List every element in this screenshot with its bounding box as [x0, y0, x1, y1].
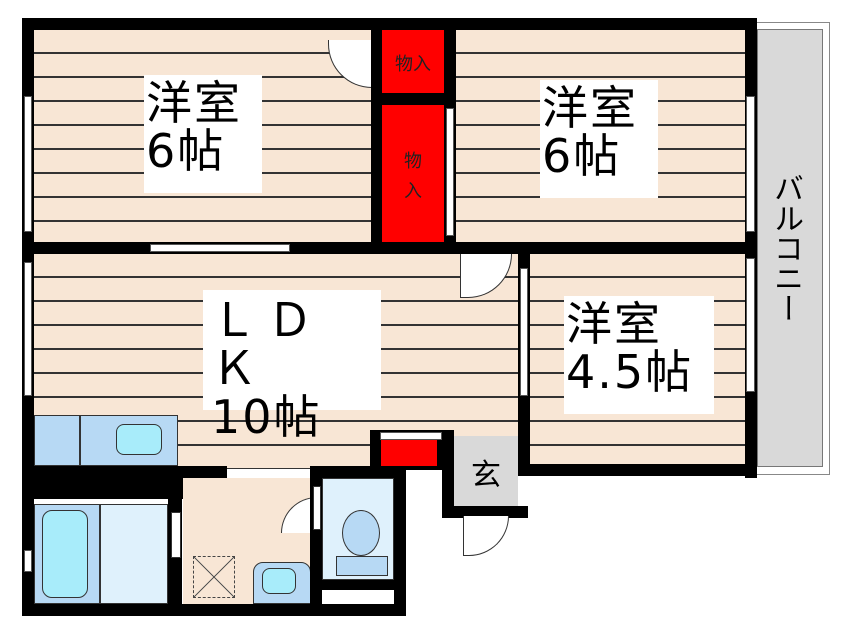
shoe-closet[interactable]: [381, 440, 437, 466]
room-size: 4.5帖: [566, 345, 694, 400]
bathroom-door[interactable]: [171, 512, 181, 558]
room-size: 6帖: [146, 124, 226, 179]
entrance-label: 玄: [471, 458, 501, 493]
window-balcony-top[interactable]: [746, 96, 755, 232]
bathtub-icon: [42, 510, 88, 598]
room-size: 6帖: [542, 129, 622, 184]
balcony-floor: [757, 29, 823, 467]
toilet-shelf: [322, 590, 394, 604]
closet-tall[interactable]: 物 入: [382, 105, 444, 242]
entrance-wall-left: [442, 430, 454, 518]
closet-wall-left: [371, 18, 383, 252]
room-type: ＬＤＫ: [211, 293, 323, 396]
laundry-space-icon: [193, 556, 235, 598]
toilet-wall-bottom: [310, 580, 406, 590]
sliding-door-ldk-bedroom[interactable]: [150, 244, 290, 252]
outer-wall-bottom: [22, 604, 406, 616]
sliding-door-ldk-room[interactable]: [520, 268, 528, 396]
room-size: 10帖: [211, 389, 322, 444]
bedroom-right-bottom-wall: [518, 464, 757, 476]
closet-small-label: 物入: [395, 54, 431, 75]
toilet-wall-right: [394, 466, 406, 616]
middle-wall: [22, 242, 757, 254]
room-type: 洋室: [542, 81, 638, 135]
closet-tall-label-2: 入: [404, 181, 422, 202]
entrance[interactable]: 玄: [454, 436, 518, 506]
entrance-door-swing[interactable]: [463, 516, 509, 556]
shoe-closet-door[interactable]: [380, 432, 442, 440]
wash-basin-bowl-icon: [262, 568, 296, 594]
wet-area-top-wall-2: [22, 466, 227, 478]
closet-small[interactable]: 物入: [382, 30, 444, 93]
bedroom-top-right-label: 洋室 6帖: [540, 80, 658, 198]
window-left-ldk[interactable]: [24, 262, 32, 396]
room-type: 洋室: [566, 297, 662, 351]
kitchen-sink-icon: [116, 424, 162, 455]
kitchen-counter: [34, 415, 80, 466]
bedroom-right-label: 洋室 4.5帖: [564, 296, 714, 414]
room-type: 洋室: [146, 76, 242, 130]
window-balcony-right[interactable]: [746, 258, 755, 392]
bathroom-window[interactable]: [24, 550, 32, 572]
closet-divider: [371, 93, 456, 105]
toilet-wall-top: [310, 466, 406, 478]
balcony-label: バルコニー: [768, 173, 803, 323]
ldk-label: ＬＤＫ 10帖: [203, 290, 381, 441]
toilet-tank-icon: [336, 556, 388, 576]
closet-tall-label-1: 物: [404, 151, 422, 172]
closet-sliding-door[interactable]: [446, 108, 454, 236]
outer-wall-top: [22, 18, 757, 30]
bedroom-top-left-floor: [34, 30, 371, 242]
bedroom-top-right-floor: [456, 30, 745, 242]
window-left-top[interactable]: [24, 96, 32, 232]
toilet-door[interactable]: [313, 486, 321, 530]
balcony: バルコニー: [752, 22, 830, 475]
entrance-bottom-wall: [442, 506, 528, 518]
bedroom-top-left-label: 洋室 6帖: [144, 75, 262, 193]
toilet-bowl-icon: [342, 510, 380, 556]
bathroom-wash-area: [100, 504, 168, 604]
